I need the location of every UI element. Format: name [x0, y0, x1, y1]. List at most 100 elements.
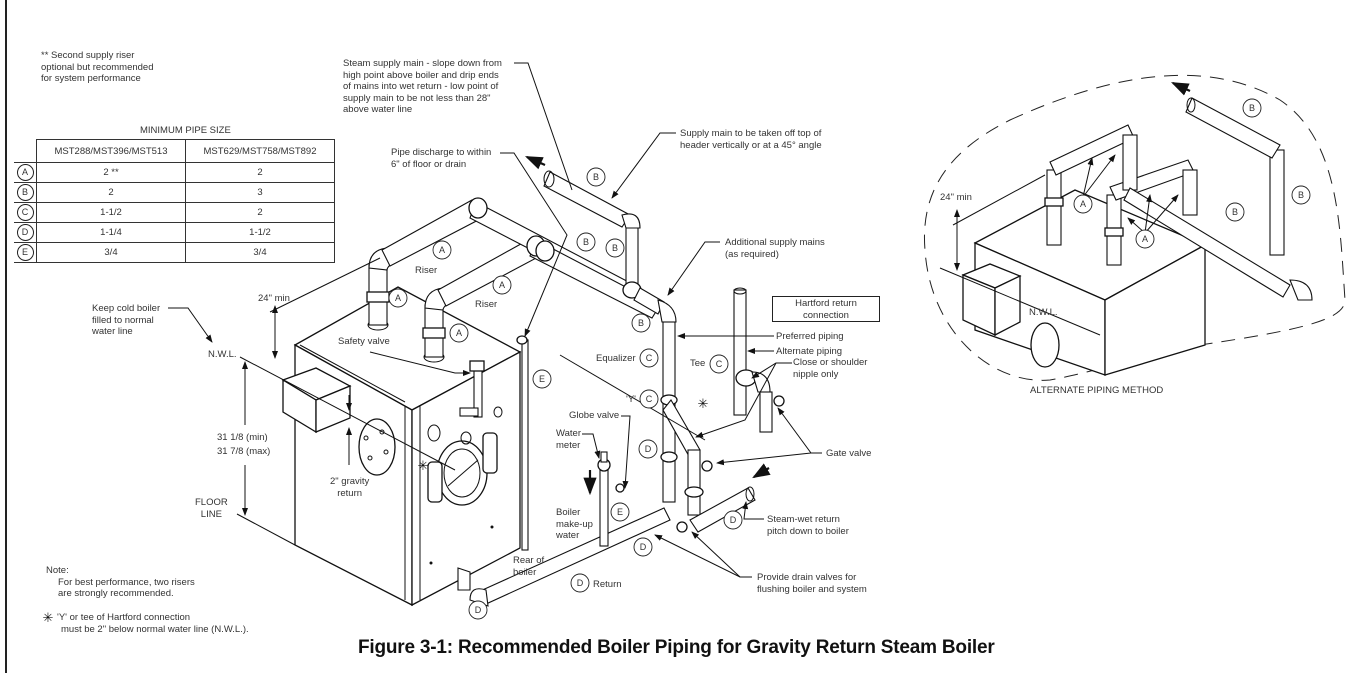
control-box: [281, 367, 352, 434]
label-line: header vertically or at a 45° angle: [680, 139, 822, 151]
callout-a: A: [492, 275, 512, 295]
star-marker: ✳: [43, 610, 54, 625]
svg-text:B: B: [593, 172, 599, 182]
label-boiler-makeup-water: Boiler make-up water: [556, 507, 593, 542]
label-globe-valve: Globe valve: [569, 410, 620, 421]
svg-text:A: A: [499, 280, 505, 290]
label-gravity-return: 2" gravity return: [330, 476, 369, 499]
footnote-line: for system performance: [41, 73, 141, 84]
table-cell: 1-1/2: [185, 222, 335, 243]
dimension-lines: [236, 257, 456, 546]
label-line: Additional supply mains: [725, 237, 825, 248]
row-letter: D: [14, 222, 37, 243]
table-cell: 2: [36, 182, 186, 203]
svg-text:D: D: [645, 444, 652, 454]
callout-a: A: [449, 323, 469, 343]
label-line: supply main to be not less than 28": [343, 92, 491, 104]
label-line: of mains into wet return - low point of: [343, 81, 499, 92]
page-left-border: [5, 0, 7, 673]
label-line: connection: [803, 309, 849, 321]
return-piping: [457, 451, 756, 607]
minimum-pipe-size-table: MST288/MST396/MST513 MST629/MST758/MST89…: [14, 139, 335, 263]
table-header-row: MST288/MST396/MST513 MST629/MST758/MST89…: [14, 139, 335, 163]
table-cell: 1-1/4: [36, 222, 186, 243]
row-letter: C: [14, 202, 37, 223]
label-line: boiler: [513, 566, 537, 578]
callout-e: E: [532, 369, 552, 389]
svg-text:C: C: [646, 353, 653, 363]
label-nwl: N.W.L.: [208, 349, 237, 360]
svg-text:D: D: [475, 605, 482, 615]
label-y: 'Y': [626, 394, 636, 405]
alternate-piping-method-title: ALTERNATE PIPING METHOD: [1030, 385, 1164, 396]
column-header: MST288/MST396/MST513: [36, 139, 186, 163]
svg-text:B: B: [1232, 207, 1238, 217]
label-24-min: 24" min: [258, 293, 290, 304]
hartford-alternate-piping: [733, 287, 785, 433]
callout-c: C: [639, 348, 659, 368]
callout-d: D: [638, 439, 658, 459]
label-line: Keep cold boiler: [92, 303, 161, 314]
label-line: water: [556, 530, 580, 541]
label-line: flushing boiler and system: [757, 583, 867, 595]
table-row: D 1-1/4 1-1/2: [14, 222, 335, 243]
callout-c: C: [709, 354, 729, 374]
burner-door: [427, 406, 503, 565]
callout-c: C: [639, 389, 659, 409]
label-height-min: 31 1/8 (min): [217, 432, 268, 443]
note-line: 'Y' or tee of Hartford connection: [57, 612, 191, 623]
note-line: are strongly recommended.: [58, 588, 174, 599]
svg-text:B: B: [1298, 190, 1304, 200]
label-line: Hartford return: [795, 298, 857, 309]
label-close-nipple: Close or shoulder nipple only: [793, 357, 867, 380]
label-line: FLOOR: [195, 497, 228, 508]
label-safety-valve: Safety valve: [338, 336, 390, 347]
table-cell: 3: [185, 182, 335, 203]
label-line: Boiler: [556, 507, 581, 518]
label-line: 6" of floor or drain: [391, 158, 467, 170]
callout-d: D: [16, 224, 34, 241]
callout-b: B: [1242, 98, 1262, 118]
callout-b: B: [1225, 202, 1245, 222]
label-line: filled to normal: [92, 314, 154, 326]
footnote-line: ** Second supply riser: [41, 50, 135, 61]
leader-lines: [168, 62, 1191, 578]
label-line: water line: [92, 326, 133, 337]
callout-a: A: [16, 164, 34, 181]
table-cell: 3/4: [185, 242, 335, 263]
svg-text:E: E: [539, 374, 545, 384]
table-cell: 2 **: [36, 162, 186, 183]
callout-a: A: [1135, 229, 1155, 249]
table-corner-cell: [14, 139, 37, 163]
label-line: high point above boiler and drip ends: [343, 69, 499, 81]
callout-b: B: [16, 184, 34, 201]
note-title: Note:: [46, 565, 69, 576]
drain-valve-icon: [676, 521, 688, 533]
table-cell: 3/4: [36, 242, 186, 263]
svg-text:D: D: [640, 542, 647, 552]
footnote-second-riser: ** Second supply riser optional but reco…: [41, 50, 154, 85]
svg-text:D: D: [730, 515, 737, 525]
callout-b: B: [605, 238, 625, 258]
label-steam-wet-return: Steam-wet return pitch down to boiler: [767, 514, 849, 537]
svg-text:A: A: [456, 328, 462, 338]
label-height-max: 31 7/8 (max): [217, 446, 271, 457]
callout-e: E: [16, 244, 34, 261]
callout-b: B: [586, 167, 606, 187]
table-cell: 2: [185, 202, 335, 223]
label-line: Rear of: [513, 555, 545, 566]
label-keep-cold-boiler: Keep cold boiler filled to normal water …: [92, 303, 160, 338]
svg-text:A: A: [1080, 199, 1086, 209]
label-water-meter: Water meter: [556, 428, 581, 451]
label-line: above water line: [343, 104, 413, 115]
label-riser: Riser: [475, 299, 498, 310]
alt-label-24-min: 24" min: [940, 192, 972, 203]
safety-valve: [459, 360, 485, 418]
label-return: Return: [593, 579, 622, 590]
callout-a: A: [432, 240, 452, 260]
label-supply-main-top: Supply main to be taken off top of heade…: [680, 128, 822, 151]
alternate-piping-inset: [923, 74, 1346, 381]
table-row: C 1-1/2 2: [14, 202, 335, 223]
hartford-return-connection-box: Hartford return connection: [772, 296, 880, 322]
